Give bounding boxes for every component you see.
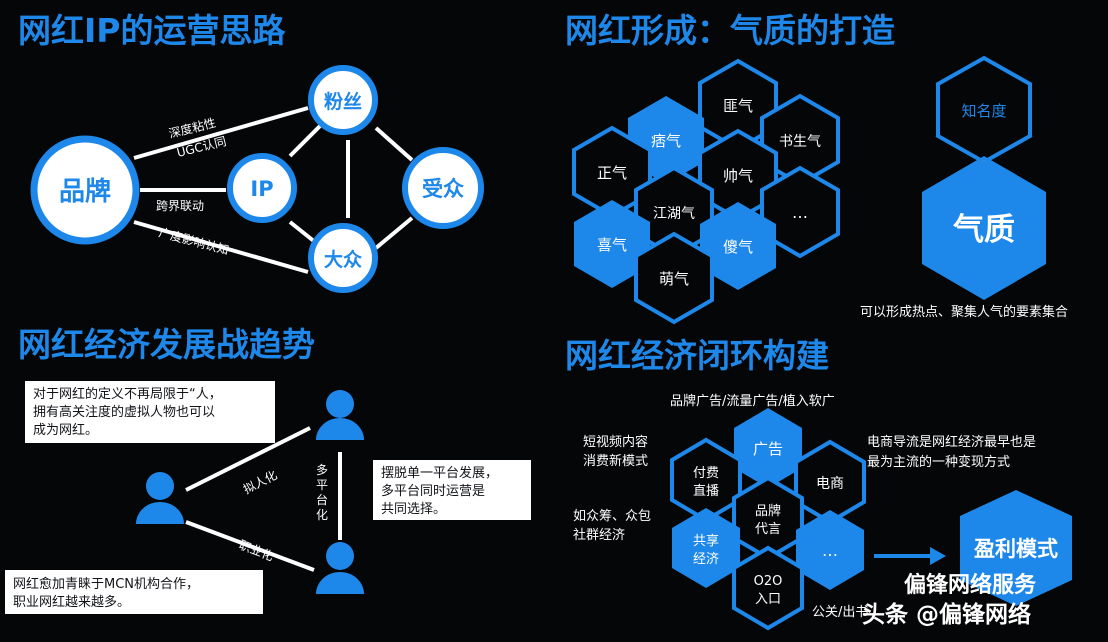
svg-text:消费新模式: 消费新模式 — [583, 453, 648, 469]
svg-text:付费: 付费 — [693, 466, 719, 481]
svg-text:共同选择。: 共同选择。 — [381, 502, 446, 517]
hex-9: 萌气 — [634, 232, 714, 324]
q1-edges — [133, 106, 414, 274]
svg-text:IP: IP — [250, 177, 273, 201]
svg-text:知名度: 知名度 — [961, 102, 1006, 120]
svg-text:多平台同时运营是: 多平台同时运营是 — [381, 483, 485, 499]
svg-text:台: 台 — [316, 492, 328, 507]
svg-text:成为网红。: 成为网红。 — [33, 422, 98, 438]
svg-text:帅气: 帅气 — [723, 167, 753, 185]
hex-1: 痞气 — [628, 96, 704, 184]
svg-text:正气: 正气 — [597, 164, 627, 182]
svg-text:社群经济: 社群经济 — [573, 527, 625, 543]
svg-text:代言: 代言 — [755, 522, 781, 537]
svg-text:多: 多 — [316, 463, 328, 477]
hex-4: 帅气 — [698, 129, 778, 221]
svg-text:如众筹、众包: 如众筹、众包 — [573, 508, 651, 524]
hex-5: 江湖气 — [634, 166, 714, 258]
hex-fame: 知名度 — [936, 55, 1032, 165]
hex-more: … — [796, 510, 864, 590]
hex-o2o: O2O 入口 — [732, 545, 804, 631]
hex-profit: 盈利模式 — [960, 490, 1072, 606]
footer-text: 头条 @偏锋网络 — [862, 601, 1031, 628]
edge-label-pro: 职业化 — [237, 538, 276, 564]
svg-text:广告: 广告 — [753, 440, 783, 458]
svg-text:粉丝: 粉丝 — [324, 90, 362, 113]
svg-text:受众: 受众 — [422, 177, 464, 201]
svg-text:气质: 气质 — [952, 212, 1015, 248]
q4-left-text-1: 短视频内容 消费新模式 — [583, 434, 648, 469]
svg-text:萌气: 萌气 — [659, 270, 689, 288]
edge-label-multi: 多 平 台 化 — [316, 463, 328, 522]
q4-top-line: 品牌广告/流量广告/植入软广 — [670, 393, 835, 409]
q4-right-text: 电商导流是网红经济最早也是 最为主流的一种变现方式 — [867, 434, 1036, 470]
svg-text:盈利模式: 盈利模式 — [973, 537, 1058, 561]
q4-title: 网红经济闭环构建 — [565, 336, 829, 375]
svg-text:共享: 共享 — [693, 533, 719, 549]
hex-ad: 广告 — [734, 408, 802, 488]
node-brand: 品牌 — [30, 135, 140, 245]
person-icon-bottom — [316, 542, 364, 594]
hex-7: 喜气 — [574, 200, 650, 288]
svg-text:O2O: O2O — [754, 574, 783, 589]
q4-hex-cluster: 广告 付费 直播 电商 品牌 代言 共享 经济 … O2O 入口 — [670, 408, 866, 631]
svg-text:最为主流的一种变现方式: 最为主流的一种变现方式 — [867, 454, 1010, 470]
svg-text:对于网红的定义不再局限于“人，: 对于网红的定义不再局限于“人， — [33, 386, 222, 402]
svg-text:电商导流是网红经济最早也是: 电商导流是网红经济最早也是 — [867, 434, 1036, 450]
node-fans: 粉丝 — [308, 65, 378, 135]
q4-left-text-2: 如众筹、众包 社群经济 — [573, 508, 651, 543]
q2-title: 网红形成：气质的打造 — [565, 11, 895, 50]
hex-cluster: 匪气 痞气 书生气 正气 帅气 江湖气 … 喜气 傻气 萌气 — [572, 59, 840, 324]
edge-label-virtual: 拟人化 — [241, 468, 279, 497]
node-ip: IP — [227, 153, 297, 223]
q3-edges — [185, 426, 342, 572]
svg-text:职业网红越来越多。: 职业网红越来越多。 — [13, 594, 130, 610]
trend-box-1: 对于网红的定义不再局限于“人， 拥有高关注度的虚拟人物也可以 成为网红。 — [25, 381, 275, 443]
svg-text:短视频内容: 短视频内容 — [583, 434, 648, 450]
trend-box-3: 网红愈加青睐于MCN机构合作， 职业网红越来越多。 — [5, 570, 263, 614]
person-icon-top — [316, 390, 364, 440]
svg-text:网红愈加青睐于MCN机构合作，: 网红愈加青睐于MCN机构合作， — [13, 576, 199, 592]
q4-bottom-text: 公关/出书 — [812, 605, 868, 620]
svg-text:傻气: 傻气 — [723, 238, 753, 256]
svg-text:品牌: 品牌 — [59, 176, 111, 207]
hex-3: 正气 — [572, 126, 652, 218]
edge-label-cross: 跨界联动 — [156, 199, 204, 213]
svg-text:痞气: 痞气 — [651, 132, 681, 150]
svg-text:化: 化 — [316, 508, 328, 522]
svg-text:书生气: 书生气 — [779, 134, 821, 150]
node-audience: 受众 — [402, 147, 484, 229]
svg-text:匪气: 匪气 — [723, 97, 753, 115]
hex-6: … — [760, 166, 840, 258]
svg-text:…: … — [822, 541, 838, 560]
svg-text:经济: 经济 — [693, 552, 719, 567]
svg-text:摆脱单一平台发展，: 摆脱单一平台发展， — [381, 465, 498, 481]
hex-2: 书生气 — [760, 94, 840, 186]
svg-text:入口: 入口 — [755, 592, 781, 607]
hex-0: 匪气 — [698, 59, 778, 151]
q2-caption: 可以形成热点、聚集人气的要素集合 — [860, 304, 1068, 320]
trend-box-2: 摆脱单一平台发展， 多平台同时运营是 共同选择。 — [373, 460, 531, 520]
svg-text:品牌: 品牌 — [755, 503, 781, 519]
svg-text:直播: 直播 — [693, 484, 719, 499]
hex-8: 傻气 — [700, 202, 776, 290]
svg-text:喜气: 喜气 — [597, 236, 627, 254]
svg-text:江湖气: 江湖气 — [653, 206, 695, 222]
hex-temperament: 气质 — [922, 156, 1046, 300]
edge-label-wide: 广度影响认知 — [157, 224, 230, 257]
person-icon-left — [136, 472, 184, 524]
q3-title: 网红经济发展战趋势 — [18, 325, 315, 364]
svg-text:…: … — [792, 203, 808, 222]
svg-text:平: 平 — [316, 478, 328, 492]
watermark-text: 偏锋网络服务 — [904, 572, 1037, 598]
node-public: 大众 — [308, 223, 378, 293]
svg-text:拥有高关注度的虚拟人物也可以: 拥有高关注度的虚拟人物也可以 — [33, 404, 215, 420]
q1-title: 网红IP的运营思路 — [18, 11, 286, 50]
svg-text:大众: 大众 — [324, 248, 362, 271]
arrow-to-profit — [874, 547, 946, 565]
hex-share: 共享 经济 — [672, 508, 740, 588]
svg-text:电商: 电商 — [816, 476, 844, 492]
